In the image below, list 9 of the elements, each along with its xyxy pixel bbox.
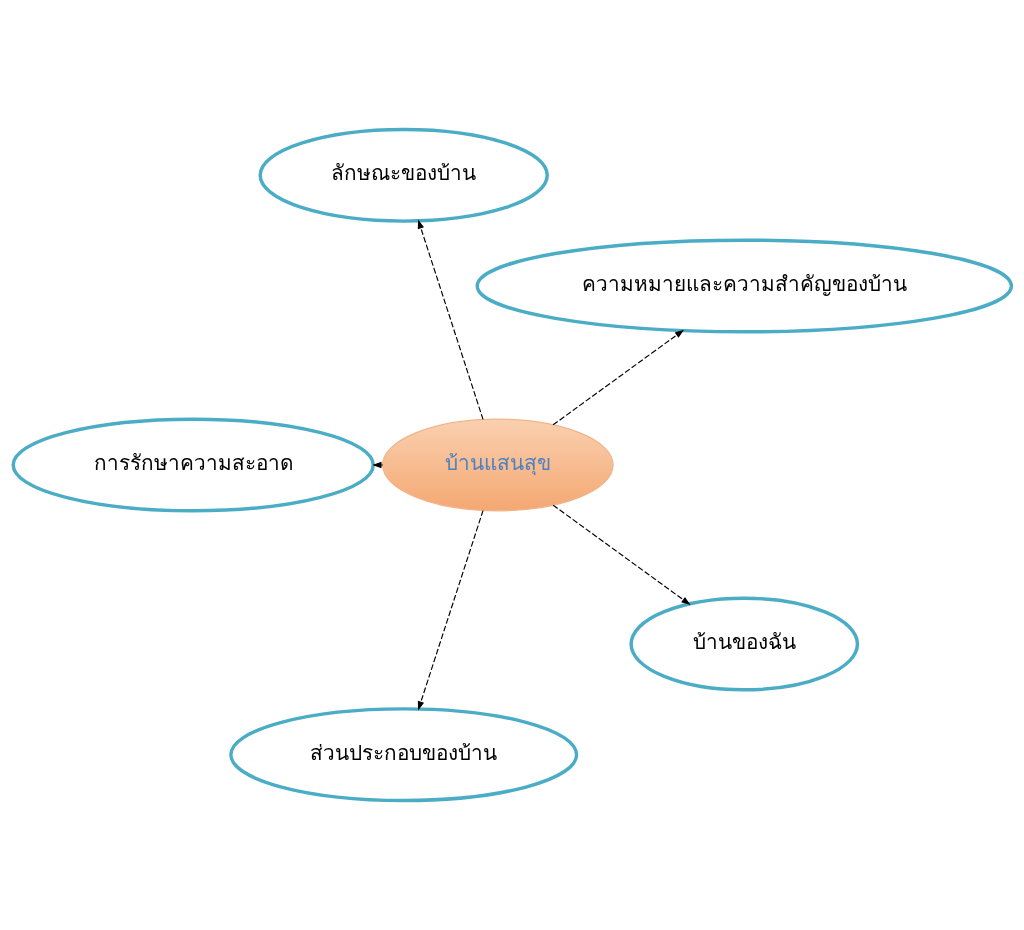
- arrow: [417, 219, 484, 420]
- arrow: [552, 504, 691, 605]
- node-ellipse: ลักษณะของบ้าน: [258, 127, 549, 223]
- node-ellipse: ส่วนประกอบของบ้าน: [229, 707, 579, 803]
- arrow: [372, 461, 384, 469]
- arrow: [417, 510, 484, 711]
- node-ellipse: การรักษาความสะอาด: [11, 417, 375, 513]
- node-ellipse: ความหมายและความสำคัญของบ้าน: [475, 238, 1014, 334]
- arrow: [552, 329, 685, 426]
